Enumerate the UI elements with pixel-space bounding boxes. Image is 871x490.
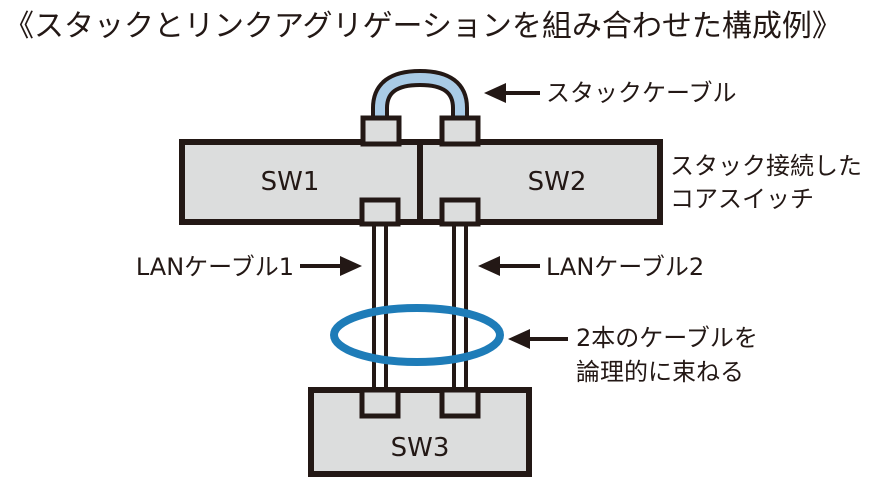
sw1-stack-port xyxy=(360,115,402,147)
diagram-title: 《スタックとリンクアグリゲーションを組み合わせた構成例》 xyxy=(4,9,842,44)
sw3-label: SW3 xyxy=(391,433,450,463)
bundle-label-line2: 論理的に束ねる xyxy=(576,358,744,386)
sw1-label: SW1 xyxy=(261,167,320,197)
stack-cable xyxy=(375,72,465,118)
sw2-label: SW2 xyxy=(528,167,587,197)
stack-cable-arrow xyxy=(484,83,540,103)
core-switch-label-line2: コアスイッチ xyxy=(670,185,814,213)
bundle-label-line1: 2本のケーブルを xyxy=(576,324,758,352)
sw1-lan-port xyxy=(359,197,401,227)
switch-sw3 xyxy=(308,387,532,477)
lan-cable-2 xyxy=(452,218,468,394)
sw2-stack-port xyxy=(439,115,481,147)
stack-cable-label: スタックケーブル xyxy=(546,79,737,107)
core-switch-label-line1: スタック接続した xyxy=(670,152,862,180)
lan-cable-1 xyxy=(372,218,388,394)
sw3-lan-port-2 xyxy=(439,387,481,419)
sw2-lan-port xyxy=(439,197,481,227)
bundle-arrow xyxy=(508,329,568,349)
link-aggregation-ring xyxy=(330,304,504,366)
lan-cable-2-label: LANケーブル2 xyxy=(546,253,704,281)
sw3-lan-port-1 xyxy=(359,387,401,419)
lan-cable-2-arrow xyxy=(478,256,540,276)
lan-cable-1-arrow xyxy=(300,256,362,276)
lan-cable-1-label: LANケーブル1 xyxy=(136,253,294,281)
